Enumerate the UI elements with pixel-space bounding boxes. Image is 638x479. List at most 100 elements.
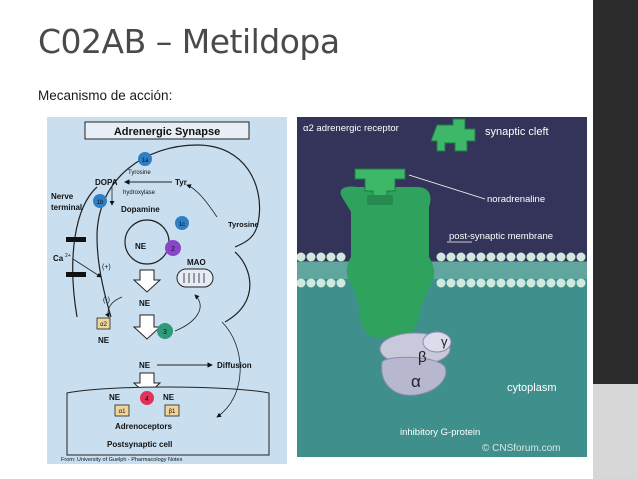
marker-3 [157,323,173,339]
noradrenaline-molecule [430,118,476,152]
alpha2-receptor-box [96,317,111,330]
autoreceptor-feedback-arrow [105,296,123,318]
membrane-bead [506,252,516,262]
calcium-label: Ca [53,254,64,263]
slide-side-bar [593,0,638,479]
nerve-label: Nerve [51,192,74,201]
membrane-bead [556,252,566,262]
receptor-label: α2 adrenergic receptor [303,123,399,134]
calcium-channel-bottom [66,272,86,277]
membrane-bead [436,278,446,288]
membrane-bead [536,278,546,288]
beta-label: β [418,349,427,366]
membrane-bead [486,252,496,262]
synapse-title-box [84,121,250,140]
marker-1c [175,216,189,230]
alpha2-label: α2 [100,322,107,328]
membrane-bead [456,252,466,262]
membrane-bead [326,278,336,288]
membrane-bead [436,252,446,262]
membrane-bead [576,252,586,262]
release-arrow-2 [132,314,162,340]
tyrosine-hydroxylase-label-2: hydroxylase [123,190,156,196]
g-protein-gamma-subunit [422,331,452,353]
dopa-label: DOPA [95,178,118,187]
marker-4-label: 4 [145,396,149,403]
alpha1-label: α1 [119,409,126,415]
membrane-bead [297,252,306,262]
tyrosine-uptake-arrow [186,184,218,218]
membrane-bead [456,278,466,288]
membrane-bead [486,278,496,288]
membrane-bead [566,278,576,288]
membrane-bead [306,252,316,262]
g-protein-label: inhibitory G-protein [400,427,480,438]
marker-2 [165,240,181,256]
tyrosine-hydroxylase-label-1: Tyrosine [128,170,151,176]
membrane-bead [536,252,546,262]
marker-1a-label: 1a [142,158,149,164]
ne-post-right-label: NE [163,393,175,402]
ne-cleft-label: NE [139,361,151,370]
marker-4 [140,391,154,405]
diffusion-label: Diffusion [217,361,252,370]
calcium-channel-top [66,237,86,242]
marker-1b [93,194,107,208]
alpha1-receptor-box [114,404,130,417]
marker-3-label: 3 [163,329,167,336]
g-protein-alpha-subunit [381,356,447,396]
membrane-bead [526,278,536,288]
marker-1b-label: 1b [97,200,104,206]
minus-label: (-) [103,297,110,304]
membrane-bead [446,252,456,262]
cytoplasm-label: cytoplasm [507,382,557,394]
side-bar-stripe [593,384,638,479]
membrane-core [297,261,587,279]
source-note: From: University of Guelph - Pharmacolog… [61,457,183,463]
slide-title: C02AB – Metildopa [38,22,340,61]
noradrenaline-label: noradrenaline [487,194,545,205]
membrane-inner-beads [297,278,586,288]
membrane-bead [476,278,486,288]
membrane-bead [556,278,566,288]
membrane-bead [566,252,576,262]
ne-left-label: NE [98,336,110,345]
alpha2-receptor-illustration: γ β α α2 adrenergic receptor synaptic cl… [297,117,587,457]
membrane-bead [546,278,556,288]
membrane-bead [516,278,526,288]
ne-mid-label: NE [139,299,151,308]
postsynaptic-cell-label: Postsynaptic cell [107,440,172,449]
vesicle-ne-label: NE [135,242,147,251]
mao-label: MAO [187,258,206,267]
nerve-terminal-outline [96,144,261,318]
membrane-bead [546,252,556,262]
receptor-binding-site [367,195,393,205]
membrane-bead [446,278,456,288]
calcium-superscript: 2+ [65,253,71,259]
membrane-bead [496,252,506,262]
ne-post-left-label: NE [109,393,121,402]
membrane-bead [496,278,506,288]
dopamine-label: Dopamine [121,205,160,214]
tyr-label: Tyr [175,178,187,187]
synaptic-vesicle [124,219,170,265]
plus-label: (+) [102,264,111,271]
membrane-bead [526,252,536,262]
metabolism-arrow [216,321,241,418]
adrenergic-synapse-diagram: Adrenergic Synapse Nerve terminal Ca 2+ … [47,117,287,464]
copyright-label: © CNSforum.com [482,443,561,454]
membrane-bead [476,252,486,262]
membrane-bead [297,278,306,288]
mao-mitochondrion [176,268,214,288]
marker-1c-label: 1c [179,222,185,228]
membrane-bead [336,252,346,262]
membrane-bead [336,278,346,288]
slide-subtitle: Mecanismo de acción: [38,88,173,103]
membrane-bead [516,252,526,262]
nerve-terminal-lower [224,251,251,323]
reuptake-arrow [174,294,201,332]
membrane-bead [306,278,316,288]
membrane-bead [466,278,476,288]
release-arrow-1 [132,269,162,293]
membrane-bead [506,278,516,288]
